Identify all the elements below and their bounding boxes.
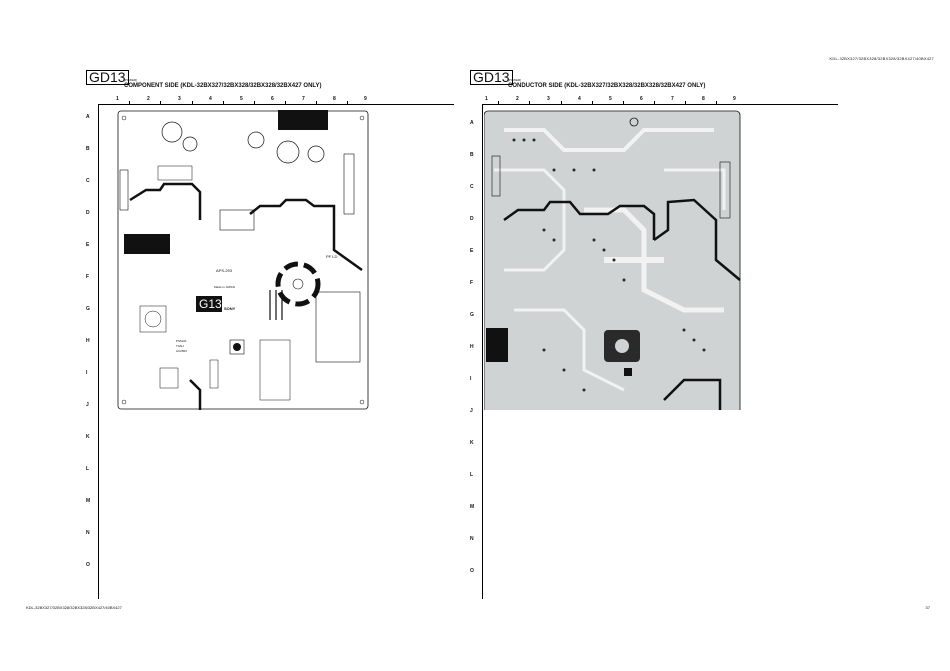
col-4: 4	[578, 96, 581, 102]
row-ruler: A B C D E F G H I J K L M N O	[470, 104, 483, 599]
label-ps6101: PS6101	[176, 339, 187, 343]
section-subtitle: [POWER]	[124, 78, 138, 82]
section-tag: GD13	[470, 70, 513, 85]
page-header-model: KDL-32BX327/32BX328/32BX328/32BX427/40BX…	[829, 56, 934, 61]
col-8: 8	[702, 96, 705, 102]
col-1: 1	[485, 96, 488, 102]
footer-model: KDL-32BX327/32BX328/32BX328/32BX427/40BX…	[26, 605, 122, 610]
col-9: 9	[364, 96, 367, 102]
component-side-board-drawing: G13 SONY APS-293 Made in JAPAN PF LD PS6…	[117, 110, 369, 410]
section-subtitle: [POWER]	[508, 78, 522, 82]
row-ruler: A B C D E F G H I J K L M N O	[86, 104, 99, 599]
col-7: 7	[302, 96, 305, 102]
label-sony: SONY	[224, 306, 236, 311]
label-t4a: T4AH	[176, 344, 184, 348]
col-6: 6	[640, 96, 643, 102]
label-g13: G13	[199, 297, 222, 311]
section-title: CONDUCTOR SIDE (KDL-32BX327/32BX328/32BX…	[508, 83, 706, 89]
conductor-side-panel: GD13 [POWER] CONDUCTOR SIDE (KDL-32BX327…	[470, 70, 870, 600]
conductor-side-board-drawing	[484, 110, 741, 410]
col-1: 1	[116, 96, 119, 102]
col-4: 4	[209, 96, 212, 102]
col-3: 3	[547, 96, 550, 102]
label-aps: APS-293	[216, 268, 233, 273]
label-japan: Made in JAPAN	[214, 285, 235, 289]
column-ruler: 1 2 3 4 5 6 7 8 9	[482, 96, 838, 105]
col-2: 2	[147, 96, 150, 102]
col-2: 2	[516, 96, 519, 102]
col-8: 8	[333, 96, 336, 102]
col-5: 5	[240, 96, 243, 102]
col-7: 7	[671, 96, 674, 102]
col-9: 9	[733, 96, 736, 102]
label-pf: PF LD	[326, 254, 337, 259]
label-ac250: AC250V	[176, 349, 187, 353]
col-5: 5	[609, 96, 612, 102]
col-6: 6	[271, 96, 274, 102]
column-ruler: 1 2 3 4 5 6 7 8 9	[98, 96, 454, 105]
page-number: 37	[925, 605, 930, 610]
section-title: COMPONENT SIDE (KDL-32BX327/32BX328/32BX…	[124, 83, 322, 89]
component-side-panel: GD13 [POWER] COMPONENT SIDE (KDL-32BX327…	[86, 70, 486, 600]
section-tag: GD13	[86, 70, 129, 85]
col-3: 3	[178, 96, 181, 102]
